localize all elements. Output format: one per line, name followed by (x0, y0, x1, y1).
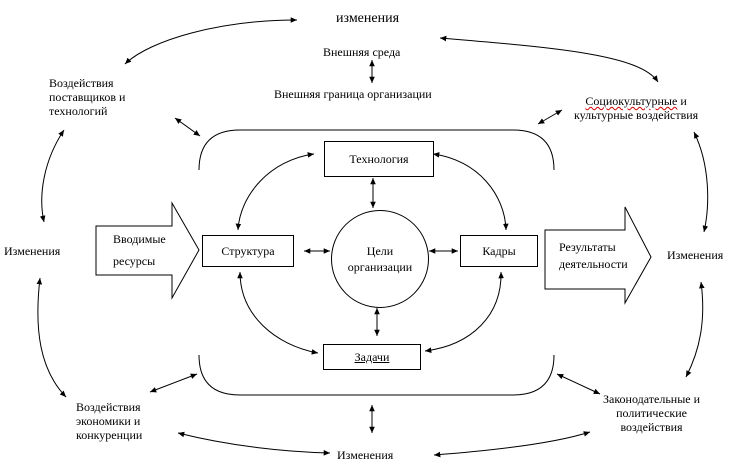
economy-competition-label: Воздействия экономики и конкуренции (76, 400, 143, 442)
tasks-box: Задачи (323, 344, 421, 370)
arc-right-lower (685, 281, 705, 378)
arc-top-right (439, 35, 659, 83)
arc-right-upper (693, 131, 709, 233)
external-boundary-label: Внешняя граница организации (274, 87, 432, 101)
arrow-socio-org (537, 109, 563, 125)
outputs-label: Результаты деятельности (559, 240, 628, 271)
arc-staff-tasks (424, 271, 504, 353)
arrow-economy-org (149, 373, 198, 393)
structure-box: Структура (202, 235, 294, 267)
sociocultural-line2: культурные воздействия (574, 108, 699, 122)
inputs-label: Вводимые ресурсы (113, 232, 166, 268)
boundary-bottom-bracket (198, 354, 555, 396)
left-changes-label: Изменения (4, 244, 61, 258)
sociocultural-conj: и (677, 94, 687, 108)
staff-box: Кадры (460, 235, 538, 267)
arc-left-lower (36, 277, 67, 398)
inputs-block-arrow (95, 201, 200, 300)
legislative-political-label: Законодательные и политические воздейств… (603, 392, 701, 434)
boundary-top-bracket (198, 129, 555, 171)
outputs-block-arrow (544, 206, 652, 305)
arc-bottom-right (433, 431, 591, 458)
arrow-suppliers-org (174, 117, 201, 137)
arc-tech-staff (432, 152, 509, 231)
goals-circle: Цели организации (331, 210, 429, 308)
suppliers-technology-label: Воздействия поставщиков и технологий (49, 76, 126, 118)
arc-bottom-left (177, 431, 331, 456)
top-changes-label: изменения (336, 11, 400, 26)
arc-left-upper (39, 129, 65, 223)
sociocultural-word: Социокультурные (585, 94, 678, 108)
arrow-legislative-org (556, 373, 601, 395)
arc-top-left (124, 17, 298, 65)
arc-structure-tasks (237, 271, 319, 355)
bottom-changes-label: Изменения (337, 448, 394, 462)
external-environment-label: Внешняя среда (323, 45, 401, 59)
right-changes-label: Изменения (667, 248, 724, 262)
arc-tech-structure (235, 152, 315, 231)
technology-box: Технология (324, 141, 434, 177)
